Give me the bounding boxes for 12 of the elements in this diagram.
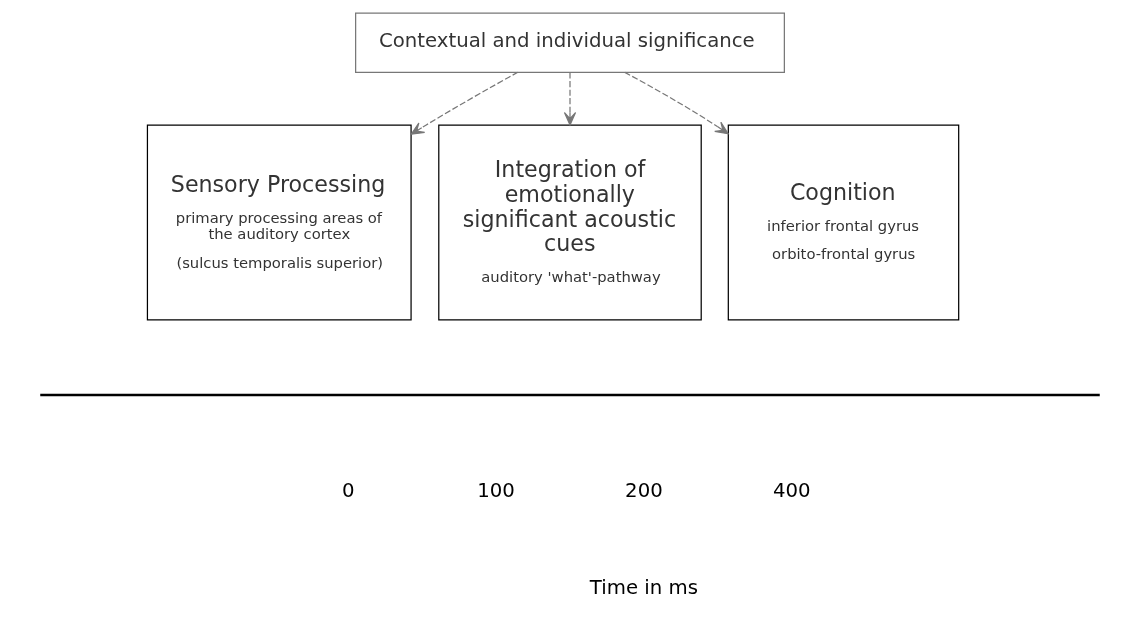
arrow [563, 71, 577, 126]
arrow [410, 71, 519, 135]
label: 200 [625, 479, 663, 503]
label: 0 [341, 479, 355, 503]
arrow [624, 71, 729, 135]
label: 400 [772, 479, 811, 503]
node-box: Integration of emotionally significant acoustic cues auditory 'what'-pathway [438, 124, 702, 321]
node-box: Contextual and individual significance [355, 12, 785, 73]
label: 100 [477, 479, 515, 503]
node-box: Cognition inferior frontal gyrus orbito-frontal gyrus [727, 124, 960, 321]
label: Time in ms [589, 576, 698, 600]
node-box: Sensory Processing primary processing areas of the auditory cortex (sulcus temporalis superior) [146, 124, 412, 321]
